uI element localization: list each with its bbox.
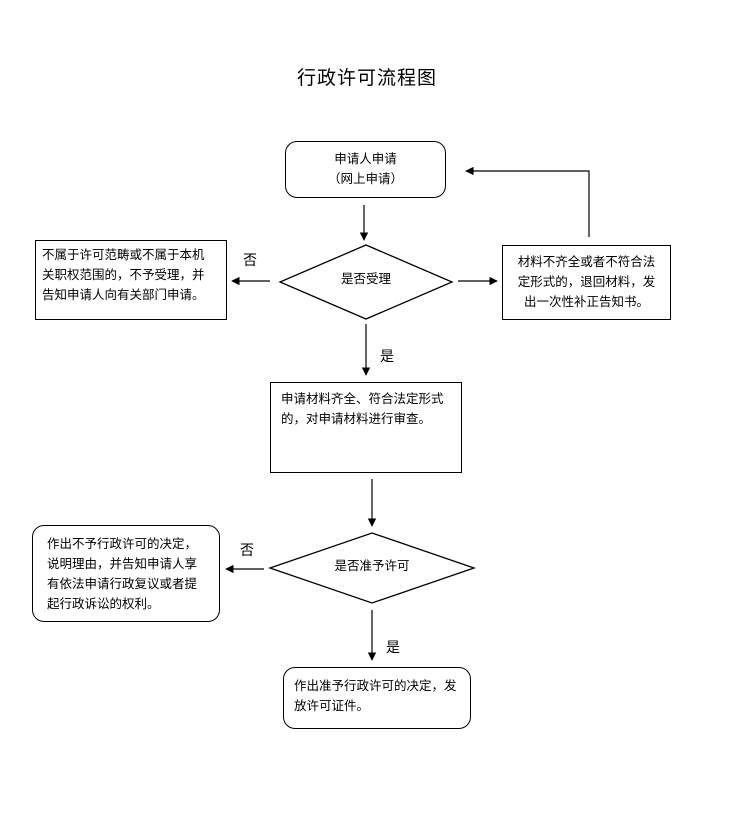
node-deny-line-1: 作出不予行政许可的决定， — [47, 536, 198, 551]
node-not-in-scope-line-3: 告知申请人向有关部门申请。 — [42, 287, 205, 302]
node-apply-line-2: （网上申请） — [327, 171, 403, 186]
decision-accept-label: 是否受理 — [340, 271, 391, 286]
node-apply: 申请人申请 （网上申请） — [285, 141, 446, 198]
node-incomplete: 材料不齐全或者不符合法 定形式的，退回材料，发 出一次性补正告知书。 — [502, 245, 671, 320]
node-review: 申请材料齐全、符合法定形式 的，对申请材料进行审查。 — [270, 382, 462, 473]
node-deny-line-3: 有依法申请行政复议或者提 — [47, 576, 198, 591]
arrow-incomplete-back-to-apply — [465, 166, 590, 237]
edge-label-no-permit: 否 — [240, 543, 254, 559]
node-incomplete-line-3: 出一次性补正告知书。 — [523, 294, 649, 309]
node-incomplete-line-2: 定形式的，退回材料，发 — [517, 274, 656, 289]
node-grant-line-2: 放许可证件。 — [294, 698, 370, 713]
node-not-in-scope: 不属于许可范畴或不属于本机 关职权范围的，不予受理，并 告知申请人向有关部门申请… — [35, 240, 227, 320]
node-review-line-1: 申请材料齐全、符合法定形式 — [281, 391, 444, 406]
decision-permit-label: 是否准予许可 — [334, 558, 410, 573]
node-grant-line-1: 作出准予行政许可的决定，发 — [294, 678, 457, 693]
decision-accept-diamond — [278, 244, 454, 320]
node-deny-line-2: 说明理由，并告知申请人享 — [47, 556, 198, 571]
edge-label-yes-permit: 是 — [386, 640, 400, 656]
node-review-line-2: 的，对申请材料进行审查。 — [281, 411, 432, 426]
node-deny-line-4: 起行政诉讼的权利。 — [47, 596, 160, 611]
edge-label-no-accept: 否 — [243, 253, 257, 269]
node-grant: 作出准予行政许可的决定，发 放许可证件。 — [283, 667, 471, 729]
node-incomplete-line-1: 材料不齐全或者不符合法 — [517, 254, 656, 269]
node-deny: 作出不予行政许可的决定， 说明理由，并告知申请人享 有依法申请行政复议或者提 起… — [32, 525, 220, 622]
edge-label-yes-accept: 是 — [380, 349, 394, 365]
node-apply-line-1: 申请人申请 — [334, 151, 397, 166]
node-not-in-scope-line-1: 不属于许可范畴或不属于本机 — [42, 247, 205, 262]
node-not-in-scope-line-2: 关职权范围的，不予受理，并 — [42, 267, 205, 282]
page-title: 行政许可流程图 — [296, 67, 437, 89]
decision-permit-diamond — [267, 532, 477, 604]
